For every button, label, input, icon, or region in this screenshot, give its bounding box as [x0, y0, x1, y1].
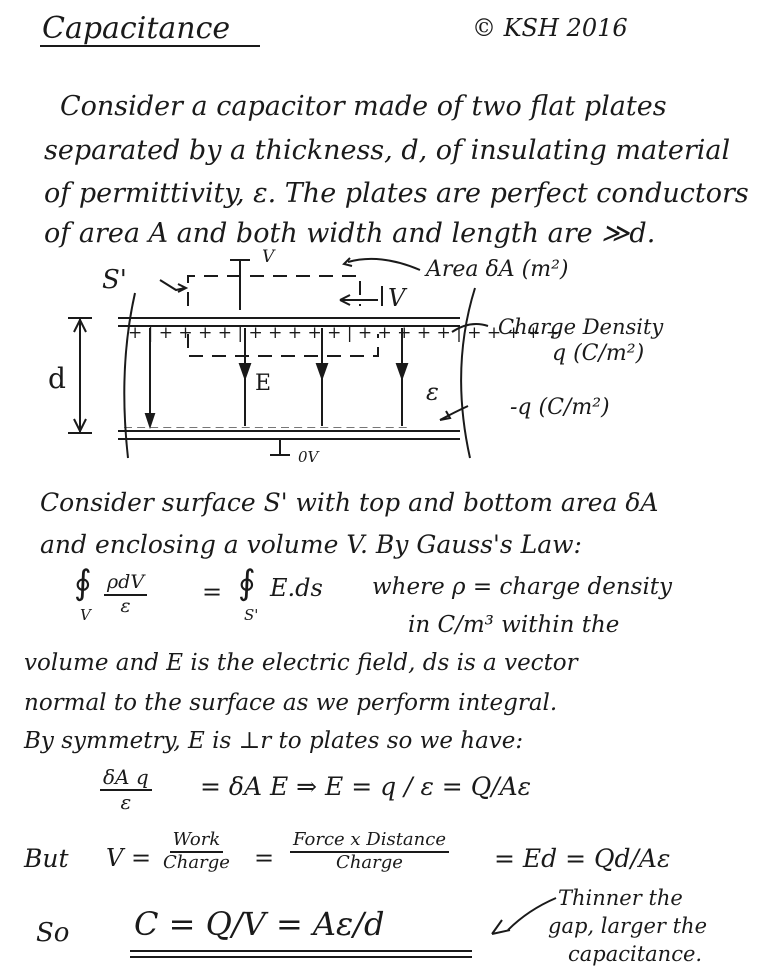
permittivity-label: ε	[426, 378, 439, 406]
gap-label: d	[48, 362, 66, 395]
gauss-line-4: normal to the surface as we perform inte…	[24, 690, 558, 716]
gauss-rhs: E.ds	[270, 574, 323, 602]
gauss-line-1: Consider surface S' with top and bottom …	[40, 488, 659, 517]
charge-text-2: Charge	[336, 851, 403, 873]
title-underline	[40, 45, 260, 47]
charge-density-value: q (C/m²)	[552, 341, 644, 366]
charge-text: Charge	[163, 851, 230, 873]
copyright-note: © KSH 2016	[472, 14, 628, 42]
eq1-fraction: δA q ε	[100, 766, 152, 814]
field-label: E	[255, 371, 271, 396]
intro-line-4: of area A and both width and length are …	[44, 218, 656, 249]
intro-line-3: of permittivity, ε. The plates are perfe…	[44, 178, 749, 209]
final-underline-2	[130, 956, 472, 958]
surface-label: S'	[102, 265, 127, 295]
right-edge-curve	[460, 287, 476, 459]
bottom-voltage-label: 0V	[298, 448, 321, 466]
work-text: Work	[169, 829, 224, 853]
gauss-line-5: By symmetry, E is ⊥r to plates so we hav…	[24, 728, 524, 754]
left-edge-curve	[123, 292, 136, 459]
final-equation: C = Q/V = Aε/d	[134, 905, 385, 943]
surface-integral-symbol-right: ∮	[238, 563, 256, 603]
eq1-numerator: δA q	[100, 766, 152, 791]
so-word: So	[36, 918, 70, 948]
eq1-rest: = δA E ⇒ E = q / ε = Q/Aε	[200, 772, 532, 801]
intro-line-2: separated by a thickness, d, of insulati…	[44, 135, 731, 166]
capacitor-diagram: + | + + + + | + + + + + | + + + + + | + …	[48, 248, 664, 466]
where-line: where ρ = charge density	[372, 574, 673, 600]
eq1-denominator: ε	[120, 790, 132, 814]
lhs-fraction: ρdV ε	[104, 571, 148, 618]
eq2-result: = Ed = Qd/Aε	[494, 844, 671, 873]
final-underline-1	[130, 950, 472, 952]
area-label: Area δA (m²)	[424, 257, 569, 282]
integral-subscript-s: S'	[244, 606, 259, 624]
diagram-plus-signs: + | + + + + | + + + + + | + + + + + | + …	[128, 323, 560, 343]
charge-density-label: Charge Density	[498, 315, 664, 339]
force-distance-fraction: Force x Distance Charge	[290, 829, 449, 873]
lhs-numerator: ρdV	[104, 571, 148, 596]
gauss-line-3: volume and E is the electric field, ds i…	[24, 650, 578, 676]
volume-label: V	[388, 284, 408, 312]
gauss-equals: =	[202, 578, 223, 606]
bottom-charge-label: -q (C/m²)	[510, 395, 610, 420]
where-line-2: in C/m³ within the	[408, 612, 620, 638]
surface-integral-symbol-left: ∮	[74, 563, 92, 603]
eq2-equals: =	[254, 844, 275, 872]
note-line-3: capacitance.	[568, 942, 703, 966]
but-word: But	[24, 844, 69, 873]
diagram-minus-signs: _ _ _ _ _ _ _ _ _ _ _ _ _ _ _ _ _ _ _ _ …	[124, 409, 407, 428]
gauss-line-2: and enclosing a volume V. By Gauss's Law…	[40, 530, 582, 559]
force-distance-text: Force x Distance	[290, 829, 449, 853]
work-over-charge: Work Charge	[160, 829, 233, 873]
voltage-top-label: V	[262, 248, 276, 267]
note-line-2: gap, larger the	[548, 914, 708, 938]
page-title: Capacitance	[42, 11, 231, 46]
v-equals: V =	[106, 844, 152, 872]
intro-line-1: Consider a capacitor made of two flat pl…	[60, 91, 667, 122]
note-line-1: Thinner the	[558, 886, 683, 910]
gaussian-surface	[187, 275, 361, 306]
integral-subscript-v: V	[80, 606, 91, 624]
lhs-denominator: ε	[120, 594, 131, 617]
